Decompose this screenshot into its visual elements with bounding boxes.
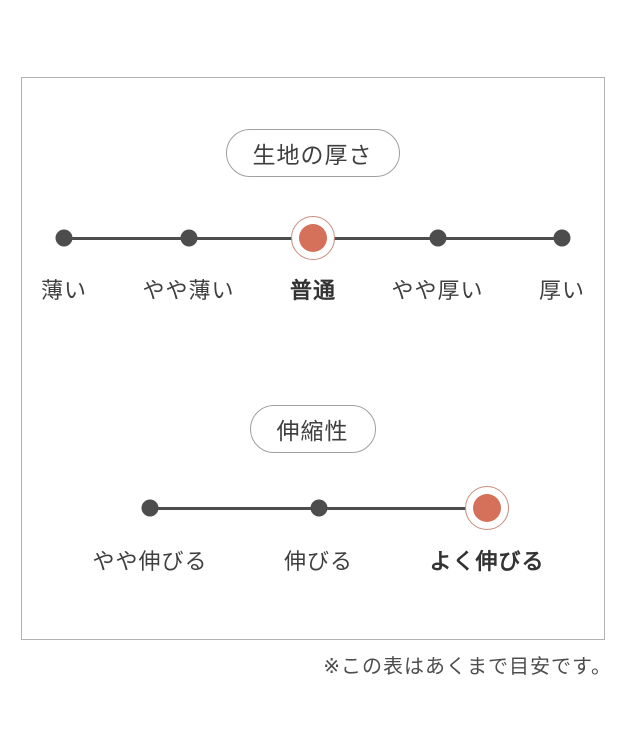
level-dot — [180, 229, 197, 247]
scale-label: 伸びる — [283, 549, 354, 574]
selected-dot-ring — [465, 486, 509, 530]
level-dot — [553, 229, 571, 247]
stretch-title-pill: 伸縮性 — [249, 405, 376, 453]
selected-level-dot — [291, 216, 335, 260]
level-dot — [141, 499, 159, 517]
scale-label: 厚い — [538, 278, 586, 303]
scale-label: よく伸びる — [429, 549, 545, 574]
scale-label: やや伸びる — [92, 549, 208, 574]
scale-label: やや厚い — [391, 278, 484, 303]
thickness-title-pill: 生地の厚さ — [225, 129, 400, 177]
selected-level-dot — [465, 486, 509, 530]
disclaimer-note: ※この表はあくまで目安です。 — [323, 656, 612, 678]
level-dot — [55, 229, 73, 247]
level-dot — [429, 229, 446, 247]
scale-label: やや薄い — [142, 278, 235, 303]
level-dot — [310, 499, 327, 517]
scale-label: 普通 — [289, 278, 337, 303]
selected-dot-ring — [291, 216, 335, 260]
scale-label: 薄い — [40, 278, 88, 303]
